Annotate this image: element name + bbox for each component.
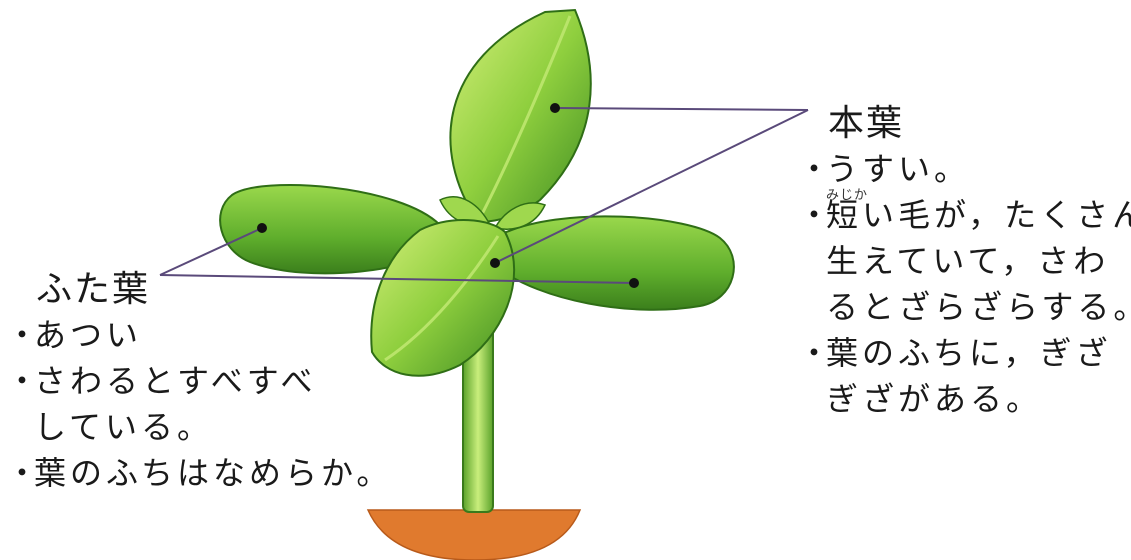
cotyledon-description: ふた葉 ・あつい ・さわるとすべすべ している。 ・葉のふちはなめらか。 bbox=[6, 268, 392, 496]
true-leaf-top bbox=[450, 10, 590, 222]
cotyledon-right bbox=[498, 216, 734, 309]
true-leaf-item-continuation: るとざらざらする。 bbox=[798, 284, 1131, 330]
leader-line-true-leaf-a bbox=[555, 108, 808, 110]
true-leaf-title: 本葉 bbox=[798, 102, 1131, 146]
true-leaf-item-continuation: 生えていて，さわ bbox=[798, 238, 1131, 284]
cotyledon-item: ・さわるとすべすべ bbox=[6, 358, 392, 404]
leader-dot-cotyledon-left bbox=[257, 223, 267, 233]
leader-dot-true-leaf-top bbox=[550, 103, 560, 113]
true-leaf-item-continuation: ぎざがある。 bbox=[798, 376, 1131, 422]
cotyledon-item: ・葉のふちはなめらか。 bbox=[6, 450, 392, 496]
cotyledon-item: ・あつい bbox=[6, 312, 392, 358]
cotyledon-item-continuation: している。 bbox=[6, 404, 392, 450]
furigana: みじか bbox=[826, 184, 868, 203]
leader-dot-true-leaf-front bbox=[490, 258, 500, 268]
true-leaf-item-group: みじか ・短い毛が，たくさん bbox=[798, 192, 1131, 238]
true-leaf-description: 本葉 ・うすい。 みじか ・短い毛が，たくさん 生えていて，さわ るとざらざらす… bbox=[798, 102, 1131, 422]
soil bbox=[368, 510, 580, 560]
cotyledon-title: ふた葉 bbox=[6, 268, 392, 312]
leader-dot-cotyledon-right bbox=[629, 278, 639, 288]
true-leaf-item: ・葉のふちに，ぎざ bbox=[798, 330, 1131, 376]
